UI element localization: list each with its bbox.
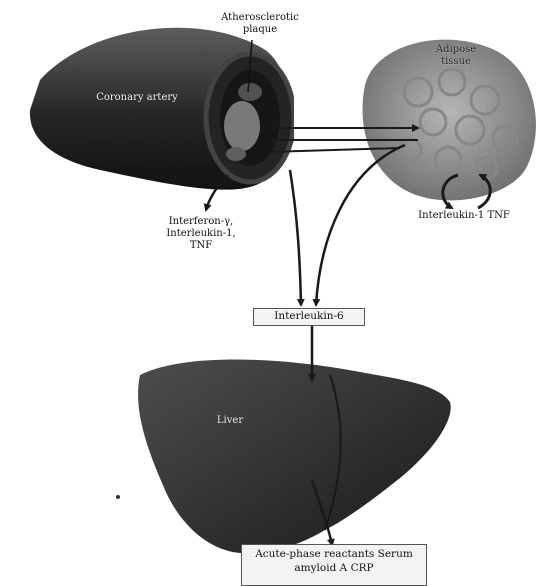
coronary-artery-shape (30, 28, 294, 190)
label-adipose: Adipose tissue (424, 44, 488, 68)
label-liver: Liver (200, 415, 260, 427)
label-artery: Coronary artery (92, 92, 182, 104)
acute-phase-box: Acute-phase reactants Serum amyloid A CR… (241, 544, 427, 586)
label-plaque: Atherosclerotic plaque (212, 12, 308, 36)
liver-shape (138, 360, 451, 554)
speck (116, 495, 120, 499)
interleukin6-box: Interleukin-6 (253, 308, 365, 326)
label-adipose-cytokines: Interleukin-1 TNF (418, 210, 510, 222)
label-plaque-cytokines: Interferon-γ, Interleukin-1, TNF (158, 216, 244, 252)
